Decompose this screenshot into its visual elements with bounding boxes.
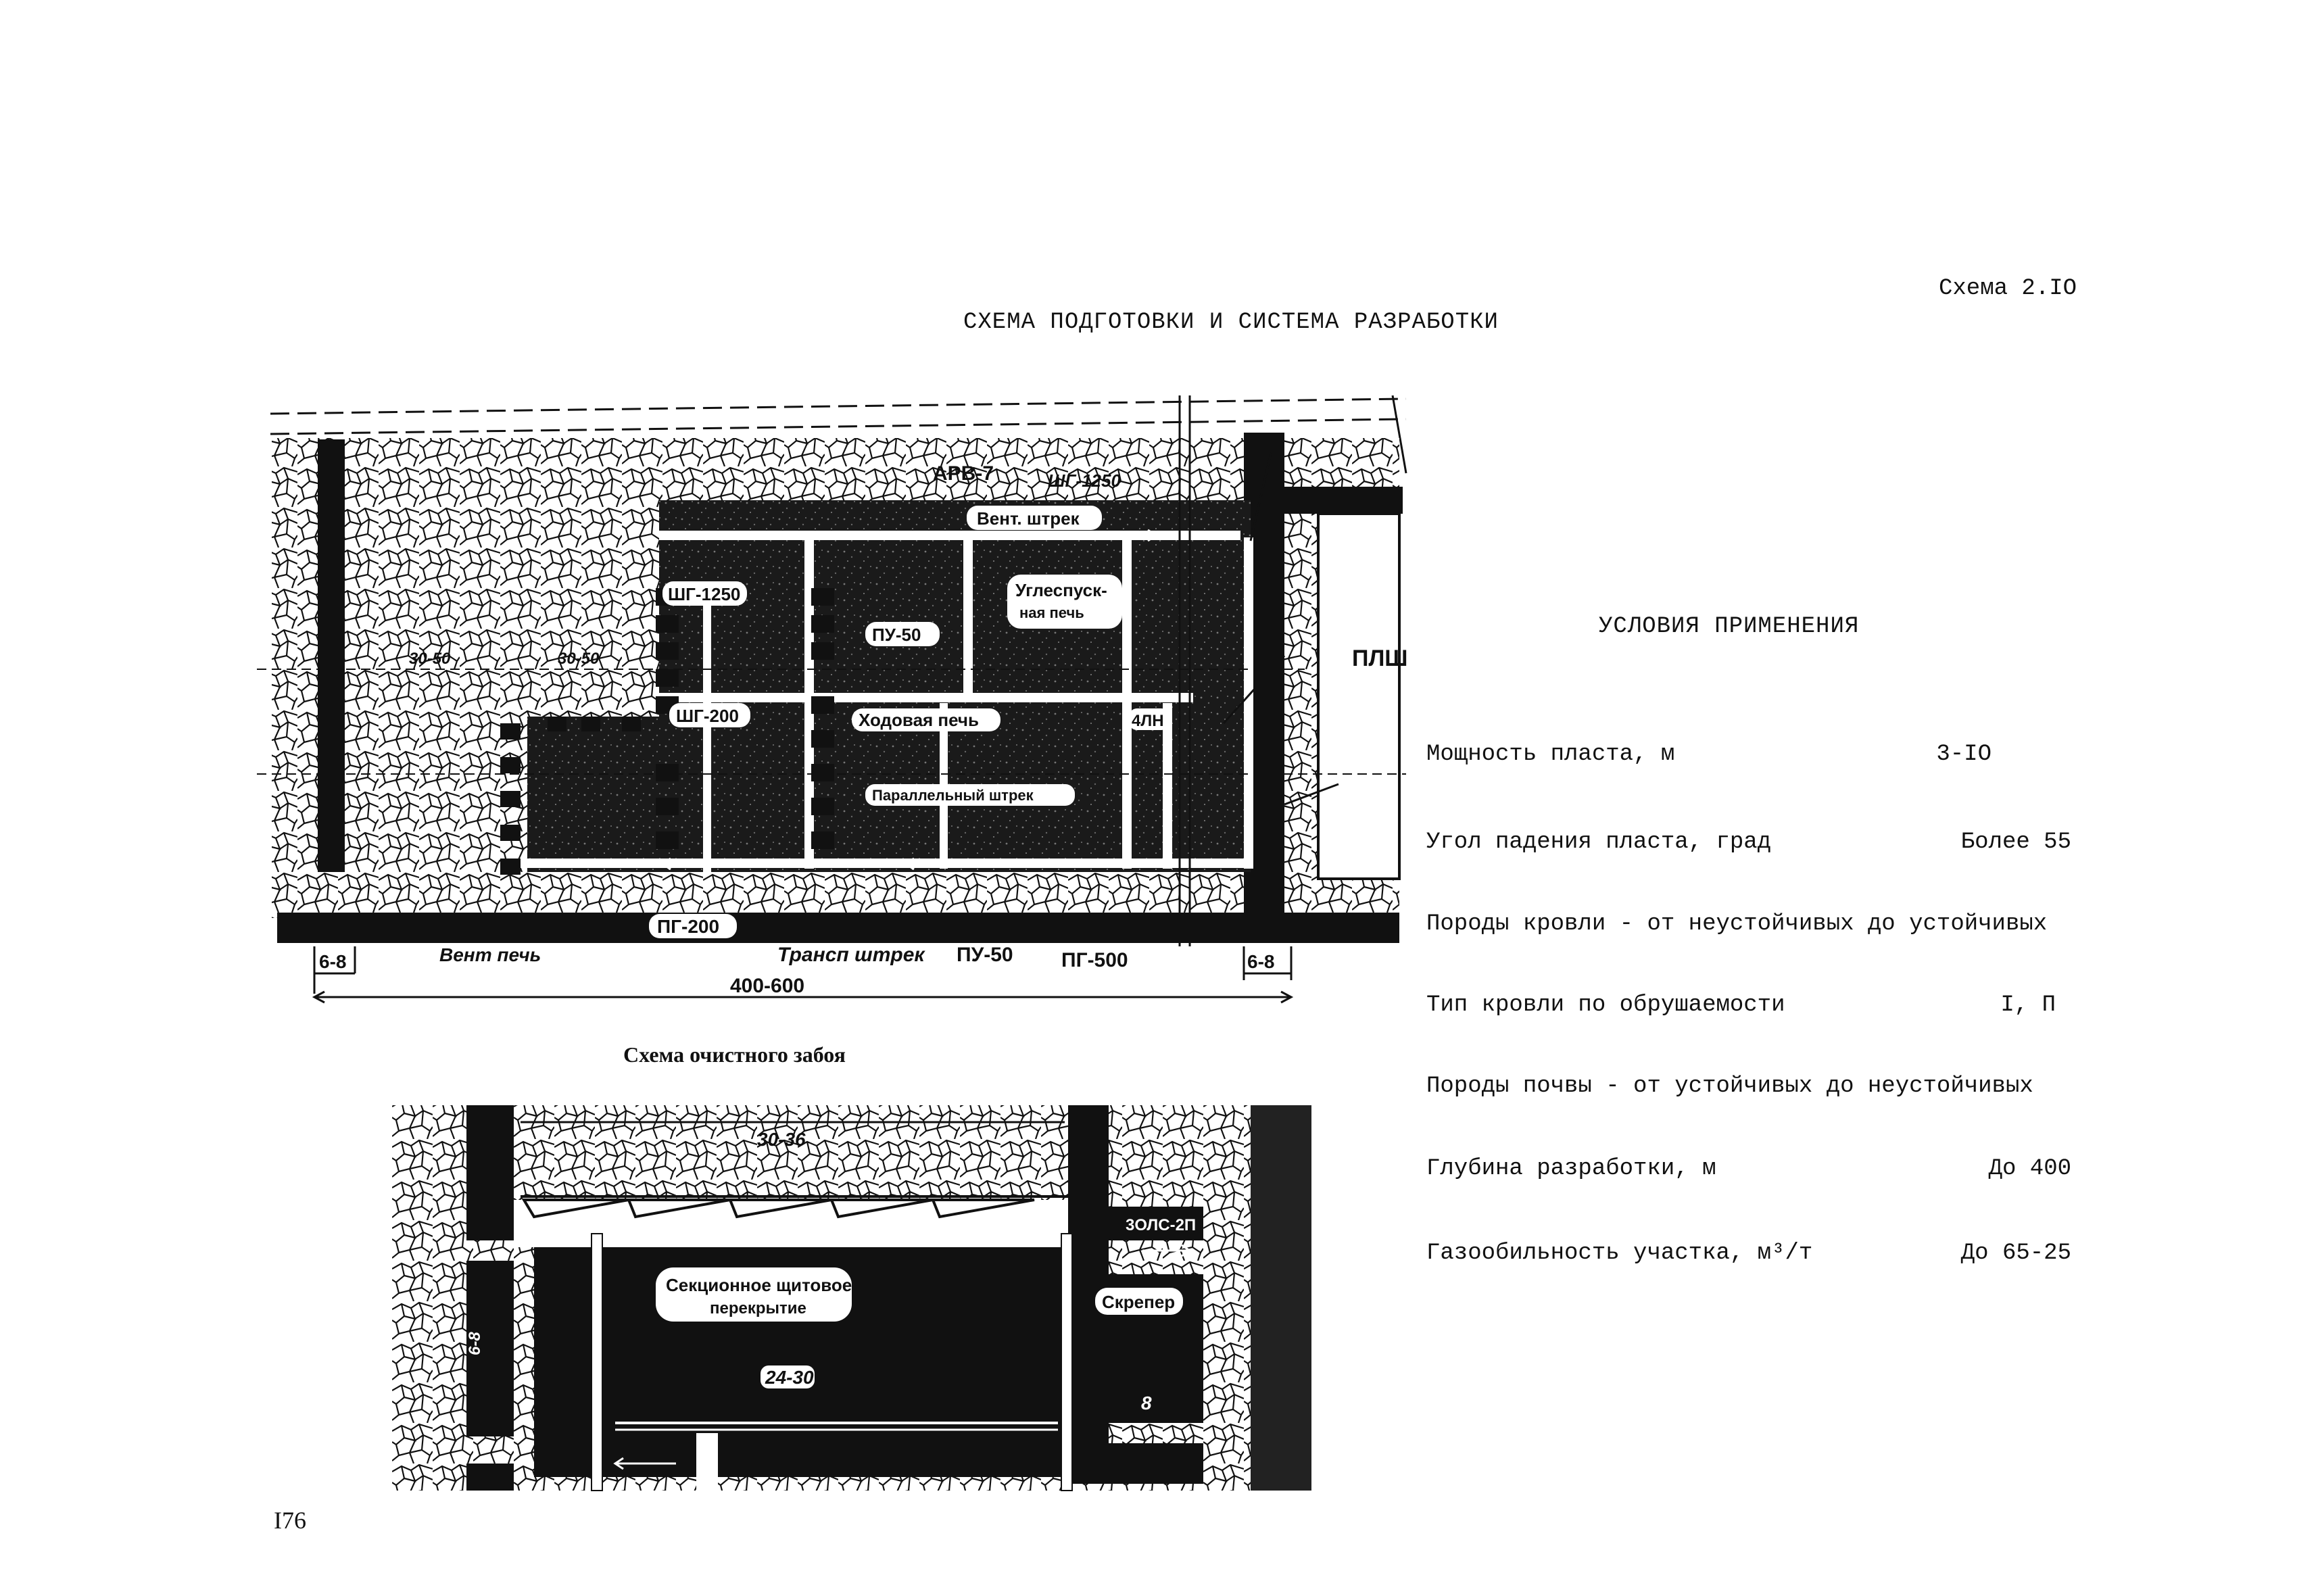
label-arv: АРВ-7: [933, 462, 994, 485]
condition-label-floor-rocks: Породы почвы - от устойчивых до неустойч…: [1426, 1073, 2033, 1099]
label-4ln: 4ЛН: [1132, 712, 1164, 730]
condition-value-gas: До 65-25: [1960, 1240, 2071, 1266]
page-number: I76: [274, 1507, 306, 1534]
label-plsh: ПЛШ: [1352, 646, 1407, 671]
haulage-drift: [277, 913, 1399, 943]
condition-value-thickness: 3-IO: [1936, 742, 1992, 767]
page-title: СХЕМА ПОДГОТОВКИ И СИСТЕМА РАЗРАБОТКИ: [963, 310, 1499, 335]
condition-label-thickness: Мощность пласта, м: [1426, 742, 1675, 767]
label-pu50-mid: ПУ-50: [872, 625, 921, 645]
label-vent-pech: Вент печь: [439, 944, 541, 965]
label-shield-1: Секционное щитовое: [666, 1275, 852, 1295]
label-shg1250-top: ШГ-1250: [1048, 470, 1121, 491]
condition-label-roof-rocks: Породы кровли - от неустойчивых до устой…: [1426, 911, 2048, 937]
coal-panel: [659, 500, 1251, 872]
label-travel-chute: Ходовая печь: [859, 710, 979, 730]
dim-30-36: 30-36: [757, 1129, 806, 1150]
label-scraper: Скрепер: [1102, 1292, 1175, 1312]
dim-left-6-8: 6-8: [319, 951, 346, 972]
condition-value-dip-angle: Более 55: [1960, 829, 2071, 855]
dim-30-50-a: 30-50: [409, 650, 451, 668]
face-scheme-title: Схема очистного забоя: [623, 1042, 846, 1067]
dim-right-6-8: 6-8: [1247, 951, 1274, 972]
dim-24-30: 24-30: [765, 1367, 814, 1388]
dim-8: 8: [1141, 1393, 1152, 1413]
face-scheme-diagram: 30-36 3ОЛС-2П 8 Секционное щитовое перек…: [392, 1105, 1311, 1491]
label-transp-shtrek: Трансп штрек: [777, 944, 925, 966]
label-zolts: 3ОЛС-2П: [1126, 1216, 1196, 1234]
label-shg200: ШГ-200: [676, 706, 739, 726]
condition-label-dip-angle: Угол падения пласта, град: [1426, 829, 1772, 855]
label-coal-chute-2: ная печь: [1019, 604, 1084, 621]
dim-400-600: 400-600: [730, 975, 804, 997]
label-shg1250-left: ШГ-1250: [668, 584, 740, 604]
label-pg500: ПГ-500: [1061, 949, 1128, 971]
condition-label-roof-type: Тип кровли по обрушаемости: [1426, 992, 1785, 1018]
dim-30-50-b: 30-50: [558, 650, 600, 668]
label-vent-shtrek: Вент. штрек: [977, 508, 1080, 529]
development-scheme-diagram: АРВ-7 ШГ-1250 ПЛШ Вент печь Трансп штрек…: [257, 395, 1407, 1004]
condition-value-depth: До 400: [1988, 1156, 2071, 1182]
label-pu50-bottom: ПУ-50: [957, 944, 1013, 966]
label-coal-chute: Углеспуск-: [1015, 580, 1107, 600]
condition-label-gas: Газообильность участка, м³/т: [1426, 1240, 1813, 1266]
condition-value-roof-type: I, П: [2000, 992, 2056, 1018]
scheme-id: Схема 2.IO: [1939, 276, 2077, 301]
condition-label-depth: Глубина разработки, м: [1426, 1156, 1716, 1182]
label-parallel-drift: Параллельный штрек: [872, 787, 1034, 804]
label-pg200: ПГ-200: [657, 916, 719, 937]
label-shield-2: перекрытие: [710, 1299, 806, 1317]
dim-6-8-face: 6-8: [466, 1332, 484, 1355]
conditions-title: УСЛОВИЯ ПРИМЕНЕНИЯ: [1599, 614, 1860, 639]
